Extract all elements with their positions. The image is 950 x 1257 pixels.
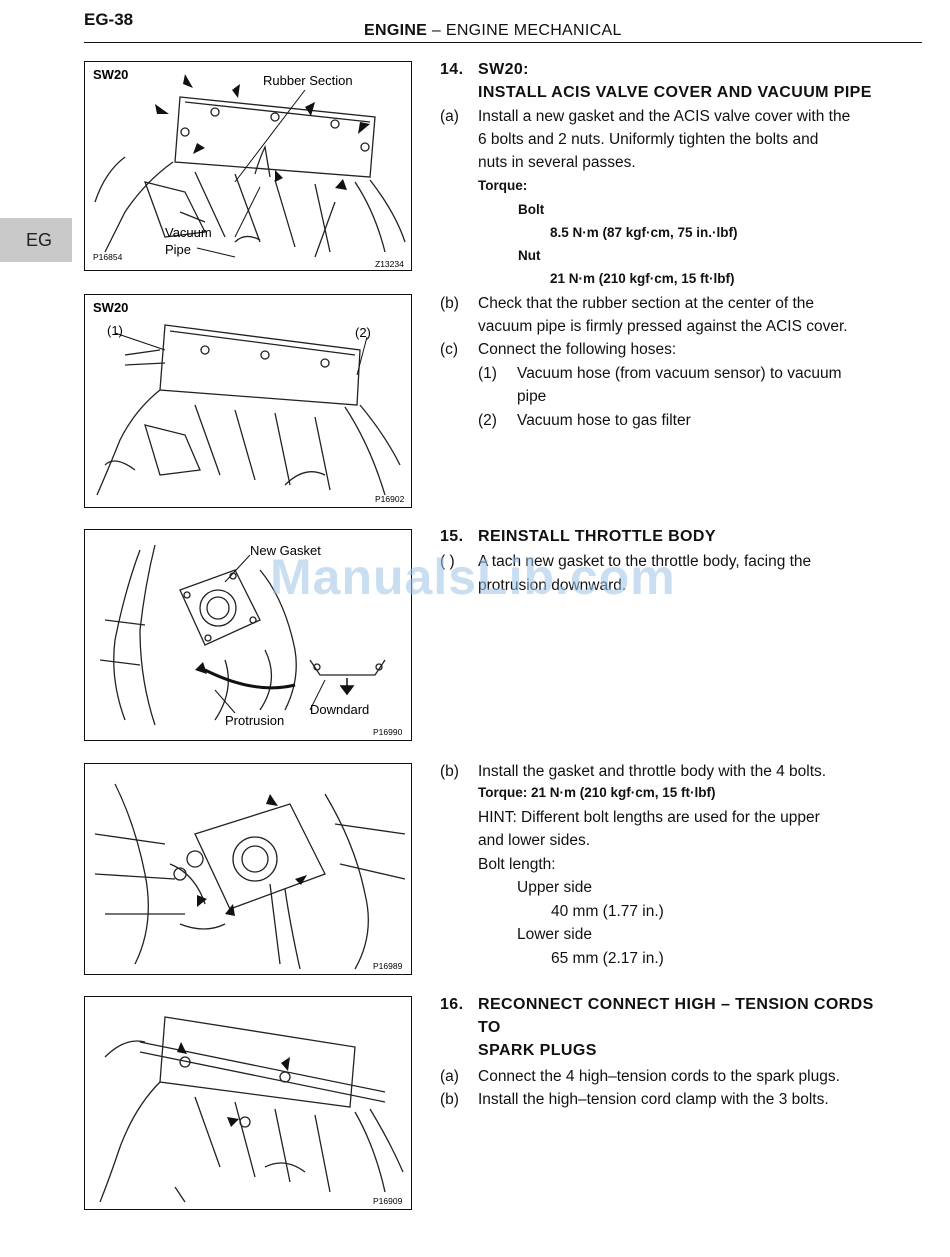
bolt-length-label: Bolt length: bbox=[478, 856, 556, 873]
step-16b-line-1: Install the high–tension cord clamp with… bbox=[478, 1091, 829, 1108]
step-15b-marker: (b) bbox=[440, 763, 459, 780]
step-14b-line-1: Check that the rubber section at the cen… bbox=[478, 295, 815, 312]
step-14c1-line-2: pipe bbox=[517, 388, 547, 405]
label-downward: Downdard bbox=[310, 702, 369, 717]
hint-line-2: and lower sides. bbox=[478, 832, 591, 849]
figure-new-gasket: New Gasket Protrusion Downdard P16990 bbox=[84, 529, 412, 741]
figure-code-left: P16854 bbox=[93, 252, 123, 262]
figure-code: P16990 bbox=[373, 727, 403, 737]
step-16a-marker: (a) bbox=[440, 1068, 459, 1085]
step-14b-line-2: vacuum pipe is firmly pressed against th… bbox=[478, 318, 848, 335]
figure-acis-cover: SW20 Rubber Section Vacuum Pipe P16854 Z… bbox=[84, 61, 412, 271]
label-hose-1: (1) bbox=[107, 323, 123, 338]
step-14a-line-2: 6 bolts and 2 nuts. Uniformly tighten th… bbox=[478, 131, 819, 148]
header-title-main: ENGINE bbox=[364, 22, 428, 39]
lower-side-value: 65 mm (2.17 in.) bbox=[551, 950, 664, 967]
label-protrusion: Protrusion bbox=[225, 713, 284, 728]
step-14b-marker: (b) bbox=[440, 295, 459, 312]
section-14-title-2: INSTALL ACIS VALVE COVER AND VACUUM PIPE bbox=[478, 84, 872, 101]
step-14c2-line-1: Vacuum hose to gas filter bbox=[517, 412, 691, 429]
step-15a-line-1: A tach new gasket to the throttle body, … bbox=[478, 553, 812, 570]
figure-code: P16989 bbox=[373, 961, 403, 971]
acis-cover-illustration: SW20 Rubber Section Vacuum Pipe P16854 Z… bbox=[93, 67, 406, 269]
section-14-number: 14. bbox=[440, 61, 464, 78]
step-14c2-marker: (2) bbox=[478, 412, 497, 429]
nut-torque-value: 21 N·m (210 kgf·cm, 15 ft·lbf) bbox=[550, 271, 735, 286]
header-title-dash: – bbox=[431, 22, 442, 39]
watermark: ManualsLib.com bbox=[270, 549, 676, 605]
step-14a-marker: (a) bbox=[440, 108, 459, 125]
figure-tag: SW20 bbox=[93, 67, 128, 82]
label-new-gasket: New Gasket bbox=[250, 543, 321, 558]
vacuum-hoses-illustration: SW20 (1) (2) P16902 bbox=[93, 300, 405, 504]
bolt-torque-value: 8.5 N·m (87 kgf·cm, 75 in.·lbf) bbox=[550, 225, 738, 240]
step-15a-marker: ( ) bbox=[440, 553, 455, 570]
figure-code: P16909 bbox=[373, 1196, 403, 1206]
lower-side-label: Lower side bbox=[517, 926, 592, 943]
new-gasket-illustration: New Gasket Protrusion Downdard P16990 bbox=[99, 543, 403, 737]
bolt-label: Bolt bbox=[518, 202, 545, 217]
figure-throttle-body: P16989 bbox=[84, 763, 412, 975]
upper-side-value: 40 mm (1.77 in.) bbox=[551, 903, 664, 920]
section-16-number: 16. bbox=[440, 996, 464, 1013]
section-tab: EG bbox=[0, 218, 72, 262]
throttle-torque: Torque: 21 N·m (210 kgf·cm, 15 ft·lbf) bbox=[478, 785, 716, 800]
step-14c-line-1: Connect the following hoses: bbox=[478, 341, 677, 358]
figure-code: Z13234 bbox=[375, 259, 404, 269]
step-16b-marker: (b) bbox=[440, 1091, 459, 1108]
step-14a-line-1: Install a new gasket and the ACIS valve … bbox=[478, 108, 851, 125]
section-14-title-1: SW20: bbox=[478, 61, 529, 78]
figure-tag: SW20 bbox=[93, 300, 128, 315]
section-16-title-2: TO bbox=[478, 1019, 501, 1036]
header-rule bbox=[84, 42, 922, 43]
throttle-body-illustration: P16989 bbox=[94, 783, 406, 971]
section-16-title-1: RECONNECT CONNECT HIGH – TENSION CORDS bbox=[478, 996, 874, 1013]
step-14a-line-3: nuts in several passes. bbox=[478, 154, 636, 171]
header-title-sub: ENGINE MECHANICAL bbox=[445, 22, 622, 39]
high-tension-cords-illustration: P16909 bbox=[99, 1016, 404, 1206]
label-vacuum: Vacuum bbox=[165, 225, 212, 240]
step-15a-line-2: protrusion downward. bbox=[478, 577, 627, 594]
hint-line-1: HINT: Different bolt lengths are used fo… bbox=[478, 809, 820, 826]
step-14c1-line-1: Vacuum hose (from vacuum sensor) to vacu… bbox=[517, 365, 842, 382]
label-pipe: Pipe bbox=[165, 242, 191, 257]
section-15-title: REINSTALL THROTTLE BODY bbox=[478, 528, 716, 545]
step-15b-line-1: Install the gasket and throttle body wit… bbox=[478, 763, 827, 780]
figure-vacuum-hoses: SW20 (1) (2) P16902 bbox=[84, 294, 412, 508]
label-hose-2: (2) bbox=[355, 325, 371, 340]
figure-high-tension-cords: P16909 bbox=[84, 996, 412, 1210]
page-number: EG-38 bbox=[84, 10, 134, 29]
section-16-title-3: SPARK PLUGS bbox=[478, 1042, 597, 1059]
nut-label: Nut bbox=[518, 248, 541, 263]
step-14c-marker: (c) bbox=[440, 341, 459, 358]
page-header-title: ENGINE – ENGINE MECHANICAL bbox=[364, 22, 622, 40]
torque-label: Torque: bbox=[478, 178, 528, 193]
label-rubber-section: Rubber Section bbox=[263, 73, 353, 88]
step-16a-line-1: Connect the 4 high–tension cords to the … bbox=[478, 1068, 840, 1085]
step-14c1-marker: (1) bbox=[478, 365, 497, 382]
upper-side-label: Upper side bbox=[517, 879, 592, 896]
figure-code: P16902 bbox=[375, 494, 405, 504]
section-15-number: 15. bbox=[440, 528, 464, 545]
